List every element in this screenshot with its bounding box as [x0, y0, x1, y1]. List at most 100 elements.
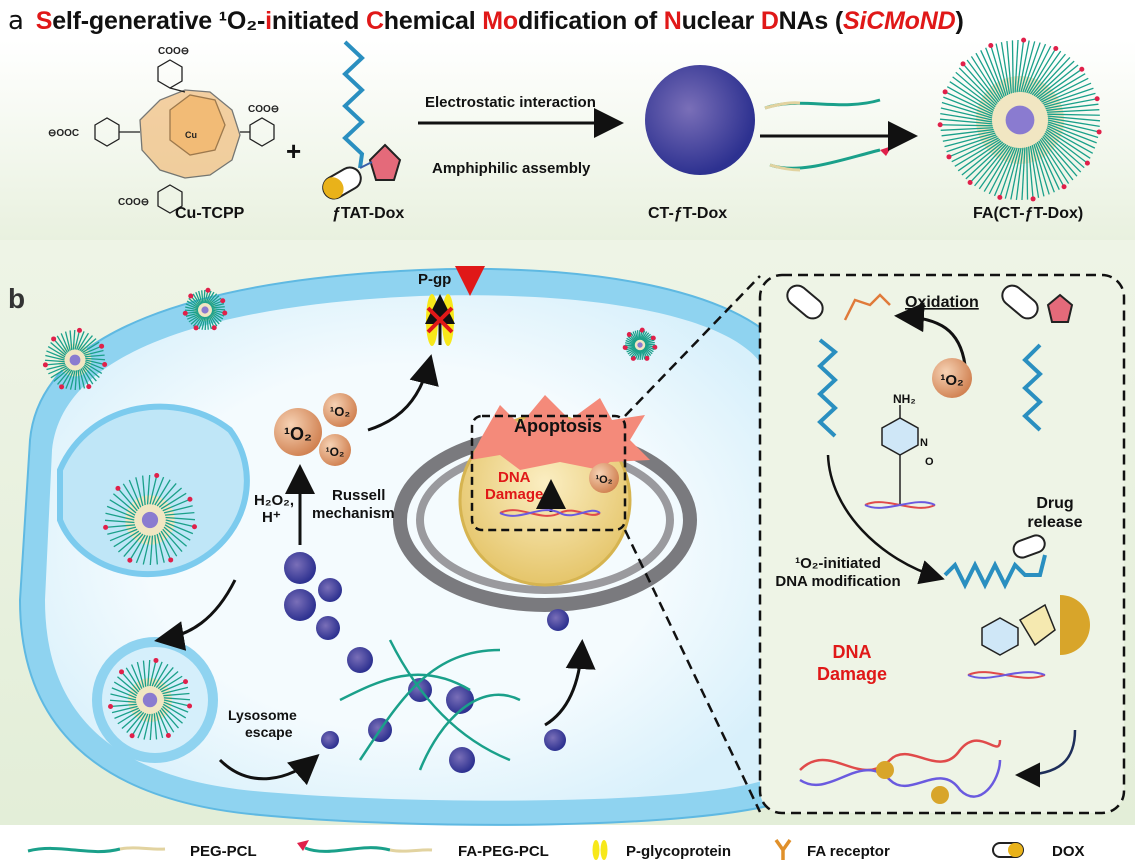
peg-chain: [946, 86, 994, 113]
folate-ligand: [99, 343, 105, 349]
folate-ligand: [154, 473, 160, 479]
peg-chain: [160, 492, 187, 510]
folate-ligand: [102, 361, 108, 367]
peg-chain: [983, 146, 1012, 192]
peg-chain: [644, 346, 654, 353]
folate-ligand: [639, 327, 645, 333]
peg-chain: [941, 101, 993, 119]
cu-label: Cu: [185, 130, 197, 140]
peg-chain: [162, 686, 189, 695]
peg-chain: [64, 331, 71, 351]
nucleus-zoom-box: [470, 414, 627, 532]
nanoparticle: [347, 647, 373, 673]
peg-chain: [636, 330, 640, 341]
legend-item-peg-pcl: PEG-PCL: [27, 843, 257, 860]
panel-label-a: a: [8, 6, 24, 36]
n-label: N: [920, 437, 928, 449]
inset-dna-label: DNA: [833, 642, 872, 662]
peg-chain: [162, 498, 191, 512]
peg-chain: [1042, 136, 1078, 177]
peg-chain: [185, 306, 199, 311]
peg-chain: [1045, 98, 1098, 110]
peg-chain: [105, 512, 135, 521]
peg-chain: [1029, 50, 1062, 95]
folate-ligand: [960, 61, 966, 67]
peg-chain: [46, 364, 66, 371]
peg-chain: [626, 337, 636, 344]
peg-chain: [206, 316, 209, 330]
peg-chain: [162, 528, 183, 553]
peg-chain: [163, 692, 190, 697]
nucleus-o2-label: ¹O₂: [595, 474, 612, 486]
peg-chain: [1022, 42, 1041, 93]
peg-chain: [957, 140, 1002, 172]
folate-ligand: [182, 310, 188, 316]
folate-ligand: [51, 336, 57, 342]
peg-chain: [112, 493, 137, 514]
peg-chain: [638, 329, 641, 340]
peg-chain: [50, 342, 67, 356]
peg-chain: [135, 535, 149, 564]
peg-chain: [1033, 57, 1071, 97]
ftat-dox-label: ƒTAT-Dox: [332, 205, 404, 222]
peg-chain: [630, 349, 639, 358]
folate-ligand: [622, 344, 628, 350]
peg-chain: [643, 335, 653, 342]
folate-ligand: [652, 344, 658, 350]
peg-chain: [1011, 40, 1014, 93]
folate-ligand: [187, 703, 193, 709]
folate-ligand: [115, 485, 121, 491]
folate-ligand: [997, 194, 1003, 200]
peg-chain: [941, 128, 994, 137]
fa-ct-ft-dox-micelle: [937, 37, 1102, 202]
peg-chain: [165, 519, 195, 528]
ftat-peptide: [1022, 343, 1043, 432]
peg-chain: [190, 315, 202, 325]
peg-chain: [184, 309, 199, 312]
released-polymer-strand: [418, 693, 521, 771]
peg-chain: [156, 482, 177, 507]
peg-chain: [151, 476, 165, 505]
coo-bottom: COO⊖: [118, 197, 149, 208]
peg-chain: [163, 701, 189, 713]
open-furan-icon: [843, 293, 891, 321]
peg-chain: [47, 346, 66, 358]
peg-chain: [644, 345, 655, 351]
peg-chain: [1036, 141, 1060, 190]
peg-chain: [942, 130, 995, 142]
peg-chain: [158, 532, 172, 561]
peg-chain: [969, 143, 1007, 183]
peg-chain: [211, 308, 226, 311]
folate-ligand: [222, 310, 228, 316]
peg-chain: [1004, 147, 1020, 199]
peg-chain: [1031, 145, 1045, 197]
peg-chain: [211, 303, 225, 308]
legend-item-fa-receptor: FA receptor: [774, 838, 890, 860]
micelle-cargo: [141, 511, 159, 529]
peg-chain: [640, 330, 646, 341]
peg-chain: [949, 81, 995, 111]
title-segment: uclear: [681, 7, 761, 35]
peg-chain: [1031, 53, 1066, 96]
peg-chain: [641, 332, 650, 341]
peg-chain: [995, 43, 1009, 95]
peg-chain: [643, 348, 650, 358]
amphiphilic-label: Amphiphilic assembly: [432, 160, 591, 177]
folate-ligand: [937, 122, 943, 128]
peg-chain: [1035, 60, 1075, 98]
peg-chain: [104, 519, 135, 524]
peg-chain: [57, 368, 71, 385]
peg-chain: [958, 67, 997, 106]
peg-chain: [162, 705, 183, 724]
peg-chain: [1043, 87, 1094, 106]
peg-chain: [45, 354, 65, 361]
peg-chain: [111, 705, 138, 714]
peg-chain: [1047, 119, 1100, 133]
folate-ligand: [1094, 96, 1100, 102]
peg-chain: [128, 479, 142, 508]
coo-top: COO⊖: [158, 46, 189, 57]
peg-chain: [74, 330, 81, 350]
nanoparticle: [316, 616, 340, 640]
peg-chain: [643, 347, 652, 356]
p-glycoprotein-blocked: [425, 294, 455, 346]
